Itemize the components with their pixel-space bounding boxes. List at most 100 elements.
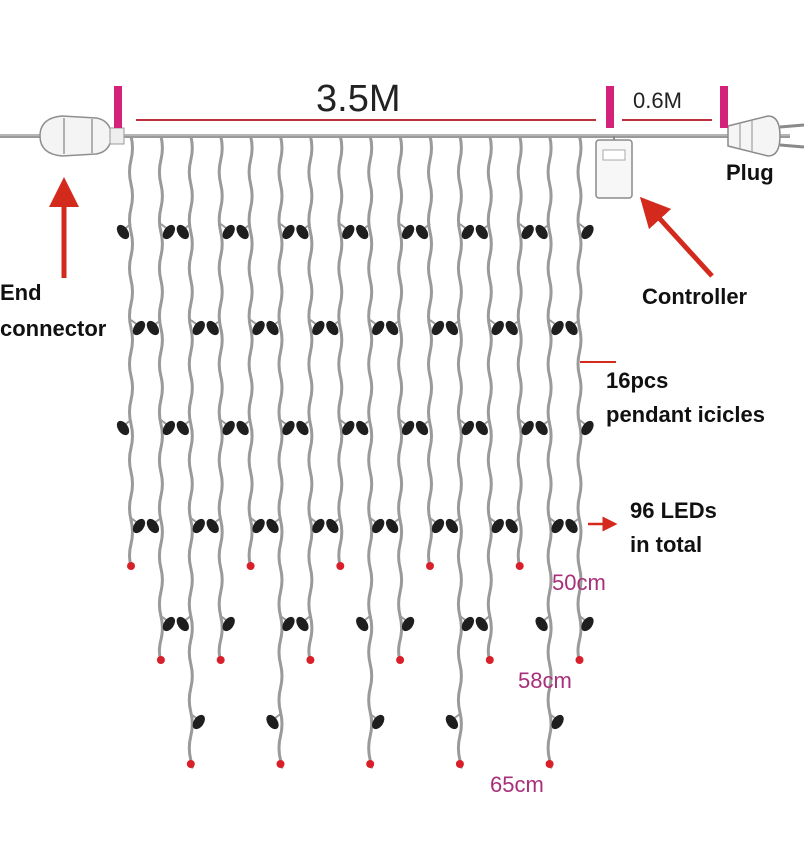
- led-bulb: [116, 420, 130, 436]
- pendant-strand: [565, 135, 594, 664]
- pendant-strand: [236, 135, 265, 570]
- pendant-strand: [326, 135, 355, 570]
- led-bulb: [535, 420, 548, 436]
- led-bulb: [222, 616, 235, 632]
- led-bulb: [445, 320, 459, 336]
- pendant-strand: [146, 135, 176, 664]
- main-length-label: 3.5M: [316, 78, 401, 120]
- dimension-marker-right: [720, 86, 728, 128]
- strand-wire: [247, 135, 254, 567]
- strand-end-cap: [515, 562, 524, 570]
- led-bulb: [282, 224, 295, 240]
- led-bulb: [282, 420, 295, 436]
- led-bulb: [356, 420, 369, 436]
- led-bulb: [401, 616, 415, 632]
- led-bulb: [551, 714, 564, 730]
- led-bulb: [236, 224, 249, 240]
- led-bulb: [342, 224, 355, 240]
- strand-end-cap: [545, 760, 554, 768]
- led-bulb: [565, 518, 578, 534]
- pendant-strand: [445, 135, 475, 769]
- pendant-strand: [266, 135, 295, 769]
- strand-wire: [157, 135, 164, 661]
- led-bulb: [491, 320, 504, 336]
- strand-end-cap: [306, 656, 315, 664]
- led-bulb: [236, 420, 249, 436]
- led-bulb: [222, 224, 235, 240]
- strand-end-cap: [575, 656, 584, 664]
- strand-end-cap: [426, 562, 434, 570]
- led-bulb: [475, 616, 488, 632]
- led-bulb: [296, 420, 309, 436]
- led-bulb: [206, 518, 219, 534]
- led-bulb: [326, 518, 339, 534]
- led-bulb: [312, 320, 325, 336]
- strand-wire: [367, 135, 374, 769]
- strand-wire: [307, 135, 314, 661]
- strand-length-medium: 58cm: [518, 668, 572, 693]
- led-total-label: in total: [630, 532, 703, 557]
- led-bulb: [431, 320, 445, 336]
- led-bulb: [491, 518, 504, 534]
- led-bulb: [415, 420, 429, 436]
- led-bulb: [132, 320, 146, 336]
- end-connector-label-line2: connector: [0, 316, 107, 341]
- led-bulb: [192, 714, 205, 730]
- pendant-strand: [505, 135, 534, 570]
- led-bulb: [565, 320, 578, 336]
- led-bulb: [535, 224, 548, 240]
- led-bulb: [385, 518, 399, 534]
- led-bulb: [551, 518, 564, 534]
- led-bulb: [252, 518, 265, 534]
- pendant-strand: [176, 135, 205, 769]
- plug-icon: [727, 115, 805, 157]
- led-bulb: [146, 320, 160, 336]
- strand-wire: [337, 135, 344, 567]
- strand-wire: [397, 135, 404, 661]
- led-bulb: [521, 420, 534, 436]
- led-bulb: [521, 224, 534, 240]
- led-bulb: [401, 224, 415, 240]
- controller-box-icon: [595, 136, 633, 199]
- lead-length-label: 0.6M: [633, 88, 682, 113]
- strand-end-cap: [246, 562, 255, 570]
- controller-arrow: [639, 196, 714, 278]
- led-bulb: [401, 420, 415, 436]
- led-bulb: [282, 616, 295, 632]
- pendant-strand: [356, 135, 385, 769]
- led-bulb: [192, 518, 205, 534]
- pendant-strands: [116, 135, 594, 769]
- strand-end-cap: [336, 562, 345, 570]
- led-bulb: [385, 320, 399, 336]
- strand-end-cap: [485, 656, 494, 664]
- strand-end-cap: [276, 760, 285, 768]
- led-bulb: [176, 420, 189, 436]
- led-bulb: [461, 224, 475, 240]
- led-bulb: [266, 518, 279, 534]
- led-bulb: [581, 420, 594, 436]
- led-bulb: [356, 224, 369, 240]
- led-bulb: [505, 320, 518, 336]
- led-bulb: [356, 616, 369, 632]
- led-bulb: [146, 518, 160, 534]
- strand-wire: [456, 135, 463, 769]
- icicles-count-label: 16pcs: [606, 368, 669, 393]
- led-bulb: [372, 320, 385, 336]
- led-bulb: [192, 320, 205, 336]
- strand-length-short: 50cm: [552, 570, 606, 595]
- led-bulb: [296, 224, 309, 240]
- led-bulb: [551, 320, 564, 336]
- led-bulb: [581, 616, 594, 632]
- strand-wire: [576, 135, 583, 661]
- strand-wire: [187, 135, 194, 769]
- led-bulb: [372, 714, 385, 730]
- pendant-strand: [475, 135, 504, 664]
- led-bulb: [326, 320, 339, 336]
- led-bulb: [296, 616, 309, 632]
- led-bulb: [266, 714, 279, 730]
- plug-label: Plug: [726, 160, 774, 185]
- led-bulb: [475, 420, 488, 436]
- pendant-strand: [116, 135, 146, 570]
